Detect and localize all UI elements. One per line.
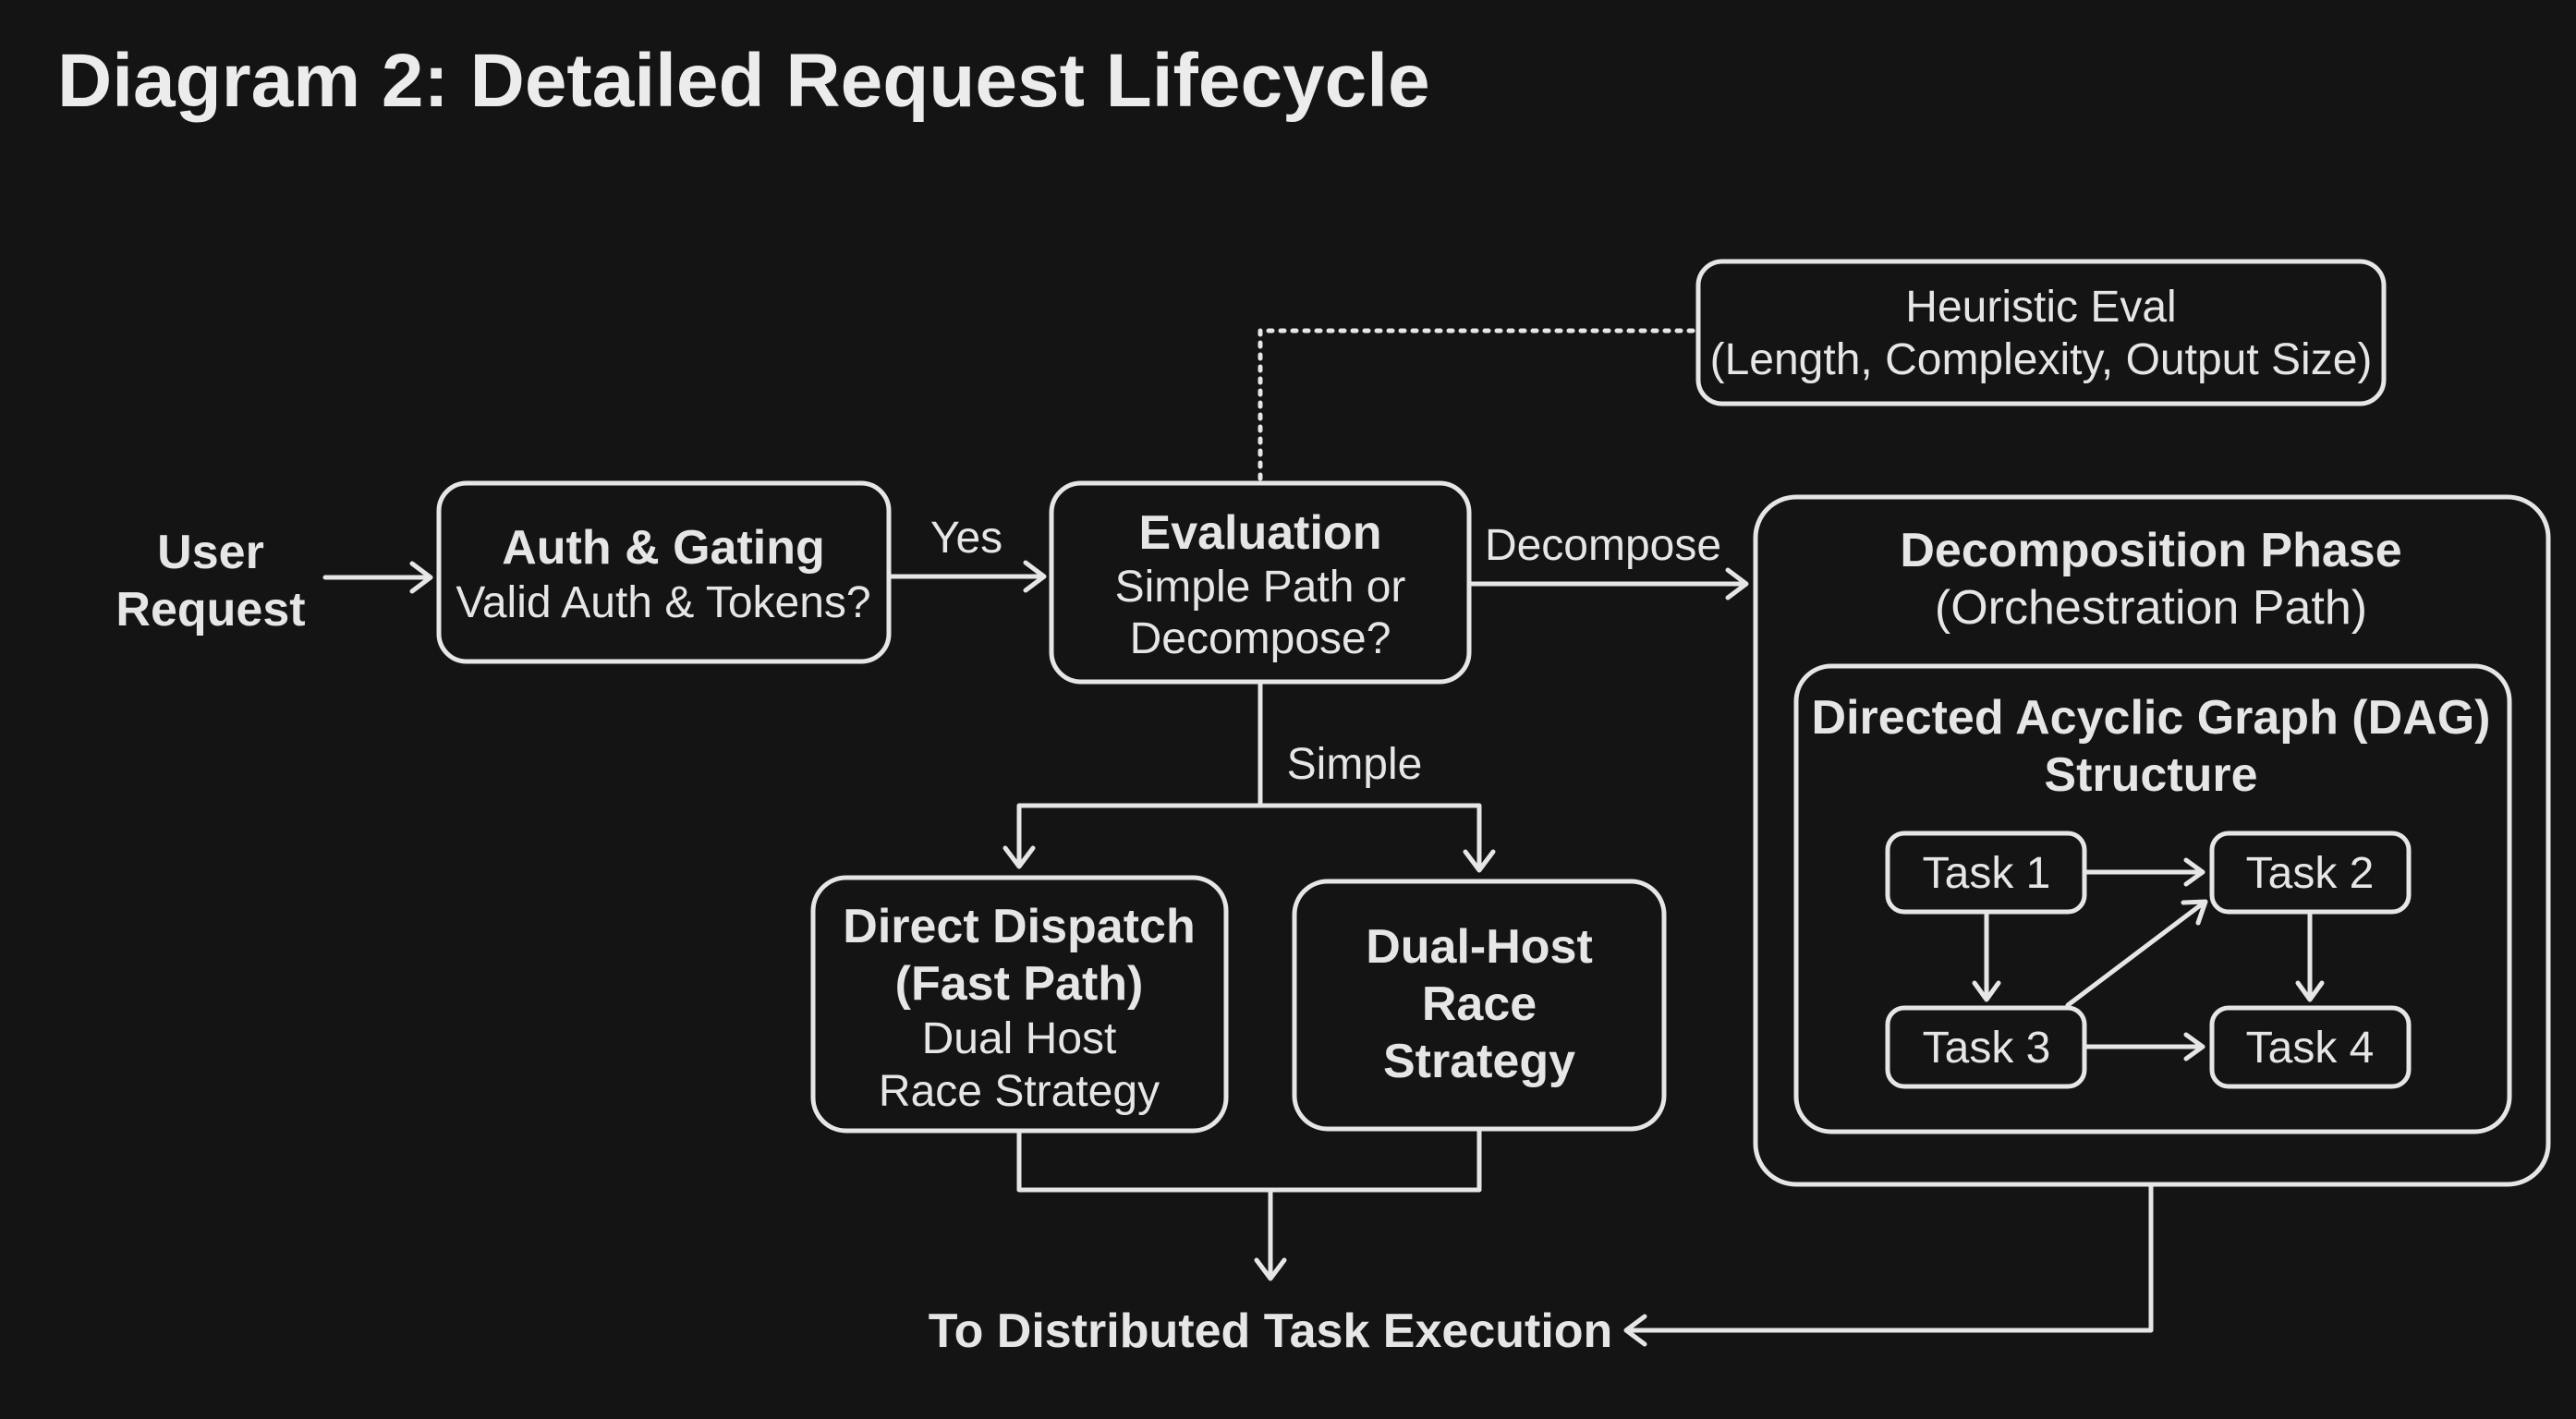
user-request-line-1: User xyxy=(157,526,264,579)
auth-gating-subtitle: Valid Auth & Tokens? xyxy=(456,578,870,627)
task-1-label: Task 1 xyxy=(1923,849,2051,898)
direct-dispatch-title-2: (Fast Path) xyxy=(895,957,1144,1011)
dag-structure-box xyxy=(1793,663,2512,1134)
dual-host-line-1: Dual-Host xyxy=(1366,920,1593,974)
dag-title-line-1: Directed Acyclic Graph (DAG) xyxy=(1812,691,2491,745)
decomposition-phase-subtitle: (Orchestration Path) xyxy=(1935,581,2367,635)
evaluation-sub-line-2: Decompose? xyxy=(1130,614,1391,663)
dag-structure-node: Directed Acyclic Graph (DAG) Structure xyxy=(1793,663,2512,1134)
evaluation-title: Evaluation xyxy=(1139,506,1382,560)
evaluation-sub-line-1: Simple Path or xyxy=(1115,563,1406,612)
dag-title-line-2: Structure xyxy=(2044,748,2257,802)
arrow-eval-simple-split xyxy=(1002,681,1496,873)
evaluation-node: Evaluation Simple Path or Decompose? xyxy=(1049,480,1472,685)
dag-task-4: Task 4 xyxy=(2209,1005,2412,1089)
dag-task-2: Task 2 xyxy=(2209,831,2412,915)
auth-gating-node: Auth & Gating Valid Auth & Tokens? xyxy=(436,480,892,664)
dual-host-node: Dual-Host Race Strategy xyxy=(1292,879,1667,1132)
edge-label-simple: Simple xyxy=(1287,740,1423,789)
user-request-node: User Request xyxy=(115,526,305,637)
decomposition-phase-node: Decomposition Phase (Orchestration Path) xyxy=(1753,494,2551,1187)
dotted-link-eval-heuristic xyxy=(1258,328,1699,481)
direct-dispatch-title-1: Direct Dispatch xyxy=(843,900,1195,953)
dag-edge-task3-task4 xyxy=(2082,1032,2205,1061)
arrow-eval-to-decomposition xyxy=(1466,567,1749,600)
edge-label-yes: Yes xyxy=(930,514,1002,563)
heuristic-eval-box xyxy=(1695,259,2387,406)
user-request-line-2: Request xyxy=(115,583,305,637)
dag-edge-task1-task2 xyxy=(2082,857,2205,887)
arrow-merge-to-output xyxy=(1016,1126,1482,1281)
task-2-label: Task 2 xyxy=(2246,849,2375,898)
task-3-label: Task 3 xyxy=(1923,1024,2051,1073)
heuristic-eval-line-1: Heuristic Eval xyxy=(1905,283,2176,332)
dual-host-line-3: Strategy xyxy=(1383,1035,1575,1088)
arrow-auth-to-eval xyxy=(886,560,1047,593)
task-4-label: Task 4 xyxy=(2246,1024,2375,1073)
dual-host-line-2: Race xyxy=(1422,977,1537,1031)
direct-dispatch-sub-1: Dual Host xyxy=(922,1014,1117,1063)
auth-gating-title: Auth & Gating xyxy=(502,521,825,575)
direct-dispatch-node: Direct Dispatch (Fast Path) Dual Host Ra… xyxy=(810,875,1229,1134)
distributed-execution-label: To Distributed Task Execution xyxy=(929,1304,1613,1358)
task-4-box xyxy=(2209,1005,2412,1089)
dag-task-3: Task 3 xyxy=(1885,1005,2087,1089)
page-title: Diagram 2: Detailed Request Lifecycle xyxy=(57,39,1430,123)
auth-gating-box xyxy=(436,480,892,664)
edge-label-decompose: Decompose xyxy=(1485,521,1721,570)
dag-edge-task2-task4 xyxy=(2295,909,2325,1002)
dag-edge-task3-task2 xyxy=(2065,899,2208,1008)
direct-dispatch-sub-2: Race Strategy xyxy=(879,1067,1160,1116)
arrow-decomposition-to-output xyxy=(1623,1182,2154,1347)
decomposition-phase-title: Decomposition Phase xyxy=(1900,524,2401,577)
heuristic-eval-line-2: (Length, Complexity, Output Size) xyxy=(1710,335,2373,384)
arrow-user-to-auth xyxy=(322,561,433,594)
dag-task-1: Task 1 xyxy=(1885,831,2087,915)
dag-edge-task1-task3 xyxy=(1972,909,2001,1002)
heuristic-eval-node: Heuristic Eval (Length, Complexity, Outp… xyxy=(1695,259,2387,406)
